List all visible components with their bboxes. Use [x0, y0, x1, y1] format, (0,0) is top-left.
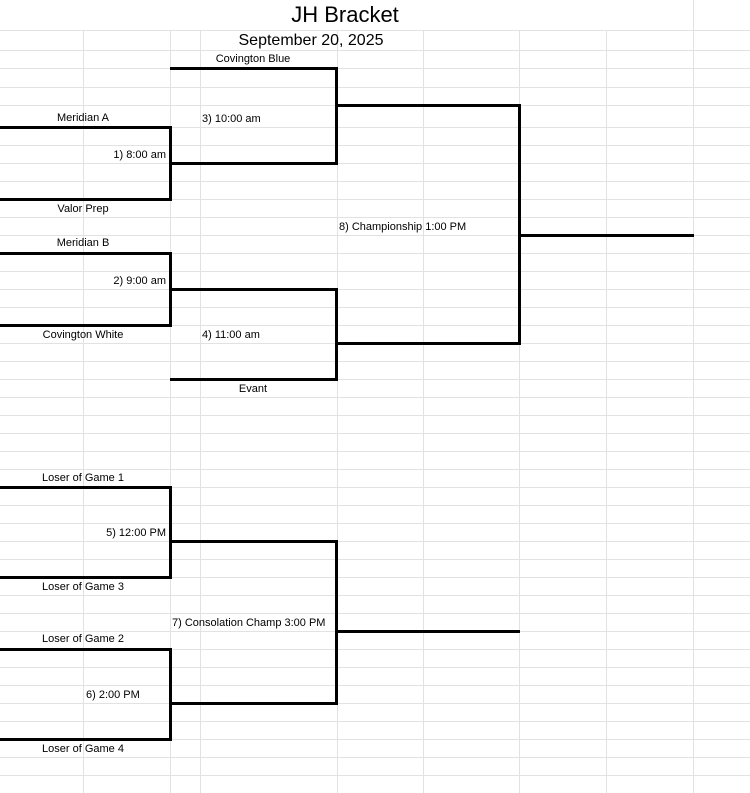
game7-label[interactable]: 7) Consolation Champ 3:00 PM: [172, 617, 326, 629]
bracket-line: [170, 378, 337, 381]
bracket-line: [335, 67, 338, 165]
game2-team-top[interactable]: Meridian B: [56, 237, 110, 249]
row-gridline: [0, 379, 750, 380]
row-gridline: [0, 739, 750, 740]
row-gridline: [0, 361, 750, 362]
bracket-line: [336, 104, 520, 107]
bracket-line: [336, 630, 520, 633]
bracket-line: [170, 288, 337, 291]
row-gridline: [0, 235, 750, 236]
bracket-line: [170, 540, 337, 543]
sheet-title[interactable]: JH Bracket: [291, 2, 399, 27]
game6-team-bottom[interactable]: Loser of Game 4: [42, 743, 124, 755]
game6-team-top[interactable]: Loser of Game 2: [42, 633, 124, 645]
row-gridline: [0, 559, 750, 560]
game1-team-top[interactable]: Meridian A: [57, 112, 109, 124]
column-gridline: [519, 30, 520, 793]
row-gridline: [0, 595, 750, 596]
column-gridline: [423, 30, 424, 793]
bracket-line: [518, 104, 521, 345]
game5-label[interactable]: 5) 12:00 PM: [106, 527, 166, 539]
row-gridline: [0, 667, 750, 668]
row-gridline: [0, 685, 750, 686]
game3-label[interactable]: 3) 10:00 am: [202, 113, 261, 125]
bracket-line: [170, 67, 337, 70]
game2-team-bottom[interactable]: Covington White: [42, 329, 124, 341]
bracket-line: [169, 486, 172, 579]
bracket-line: [169, 648, 172, 741]
game2-label[interactable]: 2) 9:00 am: [113, 275, 166, 287]
sheet-date[interactable]: September 20, 2025: [238, 32, 384, 49]
bracket-line: [0, 198, 171, 201]
row-gridline: [0, 451, 750, 452]
bracket-line: [0, 252, 171, 255]
row-gridline: [0, 127, 750, 128]
row-gridline: [0, 325, 750, 326]
row-gridline: [0, 415, 750, 416]
column-gridline: [337, 30, 338, 793]
bracket-line: [0, 324, 171, 327]
game4-label[interactable]: 4) 11:00 am: [202, 329, 260, 341]
row-gridline: [0, 487, 750, 488]
row-gridline: [0, 30, 750, 31]
bracket-line: [335, 288, 338, 381]
bracket-line: [170, 162, 337, 165]
column-gridline: [83, 30, 84, 793]
game1-label[interactable]: 1) 8:00 am: [113, 149, 166, 161]
bracket-line: [0, 126, 171, 129]
game8-label[interactable]: 8) Championship 1:00 PM: [339, 221, 467, 233]
row-gridline: [0, 217, 750, 218]
row-gridline: [0, 307, 750, 308]
game5-team-top[interactable]: Loser of Game 1: [42, 472, 124, 484]
row-gridline: [0, 181, 750, 182]
row-gridline: [0, 523, 750, 524]
row-gridline: [0, 703, 750, 704]
bracket-line: [519, 234, 694, 237]
bracket-line: [0, 738, 171, 741]
bracket-line: [336, 342, 520, 345]
row-gridline: [0, 433, 750, 434]
row-gridline: [0, 145, 750, 146]
row-gridline: [0, 199, 750, 200]
row-gridline: [0, 397, 750, 398]
bracket-line: [0, 648, 171, 651]
row-gridline: [0, 775, 750, 776]
row-gridline: [0, 757, 750, 758]
game5-team-bottom[interactable]: Loser of Game 3: [42, 581, 124, 593]
row-gridline: [0, 163, 750, 164]
game4-team-bottom[interactable]: Evant: [238, 383, 268, 395]
row-gridline: [0, 649, 750, 650]
column-gridline: [693, 0, 694, 793]
row-gridline: [0, 469, 750, 470]
row-gridline: [0, 577, 750, 578]
bracket-line: [0, 576, 171, 579]
game6-label[interactable]: 6) 2:00 PM: [86, 689, 140, 701]
bracket-line: [170, 702, 337, 705]
row-gridline: [0, 721, 750, 722]
row-gridline: [0, 87, 750, 88]
row-gridline: [0, 541, 750, 542]
row-gridline: [0, 505, 750, 506]
row-gridline: [0, 613, 750, 614]
bracket-line: [335, 540, 338, 705]
row-gridline: [0, 253, 750, 254]
row-gridline: [0, 271, 750, 272]
game3-team-top[interactable]: Covington Blue: [215, 53, 291, 65]
bracket-line: [0, 486, 171, 489]
row-gridline: [0, 289, 750, 290]
row-gridline: [0, 50, 750, 51]
column-gridline: [606, 30, 607, 793]
row-gridline: [0, 68, 750, 69]
game1-team-bottom[interactable]: Valor Prep: [57, 203, 109, 215]
column-gridline: [170, 30, 171, 793]
column-gridline: [200, 30, 201, 793]
